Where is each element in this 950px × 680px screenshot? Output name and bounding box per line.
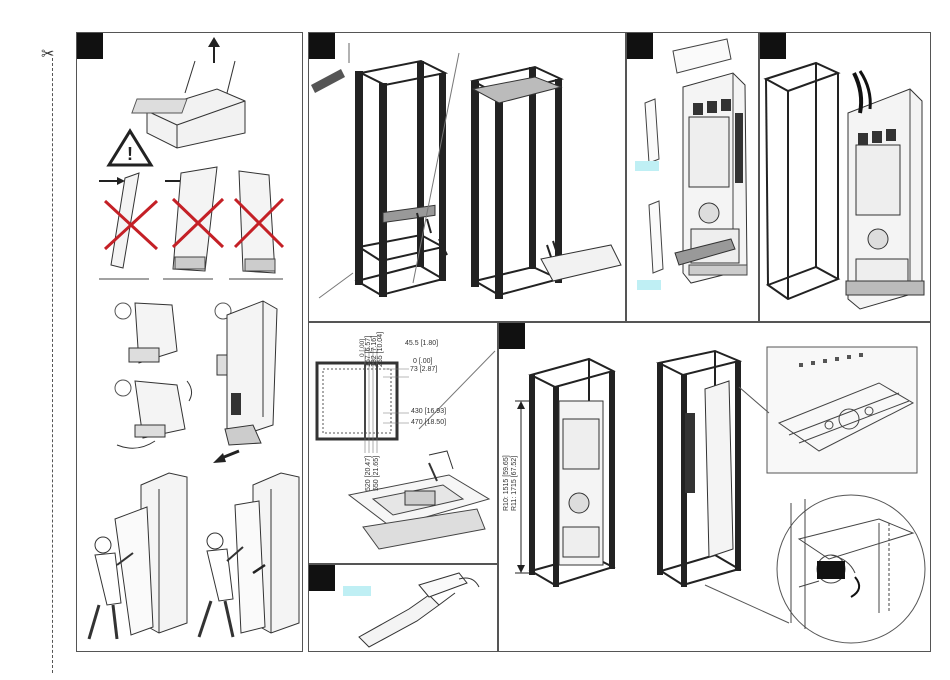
dim-520: 520 [20.47] (365, 456, 372, 491)
installed-module-illustration (760, 33, 932, 323)
step-box-7 (499, 323, 525, 349)
panel-top-view: 0 [.00] 167 [6.57] 182 [7.16] 255 [10.04… (308, 322, 498, 564)
handling-illustration (77, 33, 304, 653)
tool-illustration (309, 565, 499, 653)
step-box-6 (309, 565, 335, 591)
dim-255: 255 [10.04] (377, 332, 384, 367)
panel-installed-module (759, 32, 931, 322)
dim-470: 470 [18.50] (411, 419, 446, 426)
frame-illustration (309, 33, 627, 323)
dim-0-right: 0 [.00] (413, 358, 432, 365)
step-box-2 (309, 33, 335, 59)
dim-45-5: 45.5 [1.80] (405, 340, 438, 347)
panel-frame (308, 32, 626, 322)
step-box-3 (627, 33, 653, 59)
warning-exclamation: ! (127, 144, 133, 165)
cyan-tag-tool (343, 586, 371, 596)
step-box-4 (760, 33, 786, 59)
top-view-illustration (309, 323, 499, 565)
height-r11: R11: 1715 [67.52] (511, 456, 518, 511)
dim-550: 550 [21.65] (373, 456, 380, 491)
cut-line (52, 58, 53, 673)
cyan-tag-lower (637, 280, 661, 290)
panel-handling: ! (76, 32, 303, 652)
panel-tool (308, 564, 498, 652)
panel-module-parts (626, 32, 759, 322)
panel-final-installation: R10: 1515 [59.65] R11: 1715 [67.52] (498, 322, 931, 652)
dim-430: 430 [16.93] (411, 408, 446, 415)
dim-73: 73 [2.87] (410, 366, 437, 373)
final-installation-illustration (499, 323, 932, 653)
cyan-tag-upper (635, 161, 659, 171)
scissors-icon: ✂ (41, 44, 54, 64)
step-box-1 (77, 33, 103, 59)
height-r10: R10: 1515 [59.65] (503, 455, 510, 511)
